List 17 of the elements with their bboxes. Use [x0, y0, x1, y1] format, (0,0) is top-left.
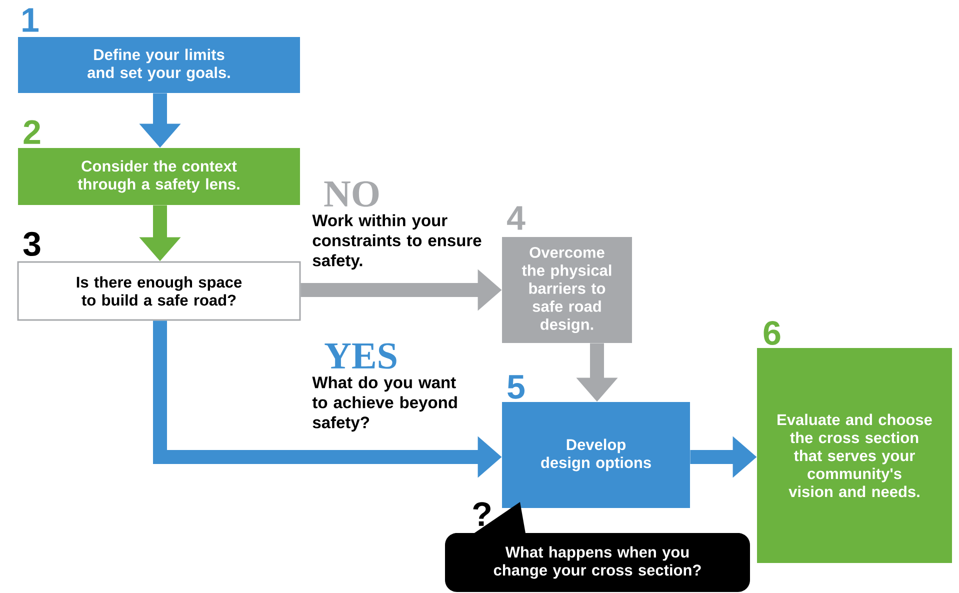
edge-label: YES	[323, 342, 399, 370]
step-number: 5	[508, 375, 524, 399]
process-box: Consider the context through a safety lens.	[18, 148, 300, 205]
process-box: Define your limits and set your goals.	[18, 37, 300, 93]
process-box: Overcome the physical barriers to safe road design.	[502, 237, 632, 343]
step-number: ?	[473, 502, 490, 526]
note-text: Work within your constraints to ensure safety.	[312, 214, 482, 270]
process-box: Is there enough space to build a safe road?	[17, 261, 301, 321]
step-number: 4	[507, 206, 526, 230]
note-text: What do you want to achieve beyond safety?	[312, 376, 457, 432]
step-number: 1	[22, 8, 38, 32]
step-number: 3	[23, 232, 40, 256]
process-box: Evaluate and choose the cross section that serves your community's vision and needs.	[757, 348, 952, 563]
edge-label: NO	[322, 180, 382, 208]
process-box: Develop design options	[502, 402, 690, 508]
step-number: 2	[24, 120, 40, 144]
step-number: 6	[764, 320, 780, 346]
